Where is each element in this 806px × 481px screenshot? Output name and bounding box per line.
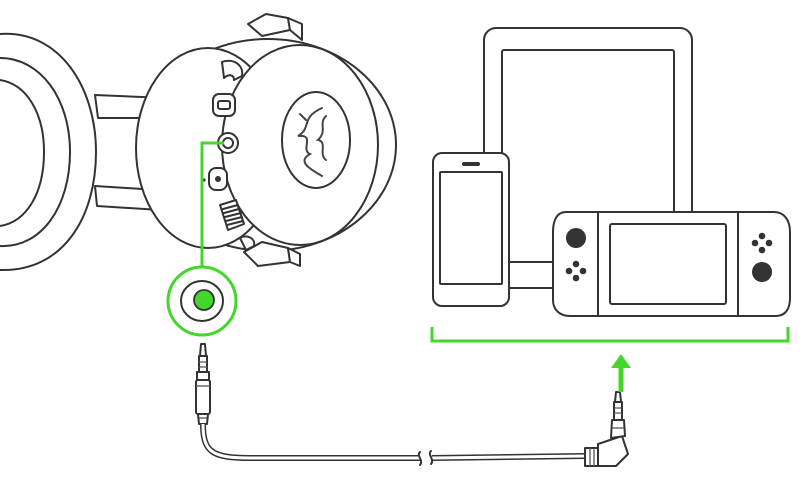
- razer-logo-icon: [297, 107, 327, 177]
- game-console-icon: [552, 211, 791, 317]
- far-ear-cushion: [0, 32, 97, 272]
- smartphone-icon: [432, 152, 510, 307]
- audio-jack-zoom-icon: [193, 289, 215, 311]
- volume-dial-icon: [219, 199, 245, 231]
- mic-port-icon: [221, 59, 244, 81]
- usb-port-icon: [212, 93, 236, 117]
- arrow-up-icon: [611, 354, 631, 392]
- headset-icon: [0, 13, 397, 272]
- jack-leader-line: [200, 141, 224, 270]
- mic-mute-icon: [239, 235, 256, 251]
- cable-3-5mm-icon: [195, 343, 629, 467]
- devices-bracket: [430, 327, 790, 343]
- top-clip: [247, 13, 291, 37]
- cable-cord: [200, 423, 420, 461]
- earcup-plate: [221, 44, 379, 246]
